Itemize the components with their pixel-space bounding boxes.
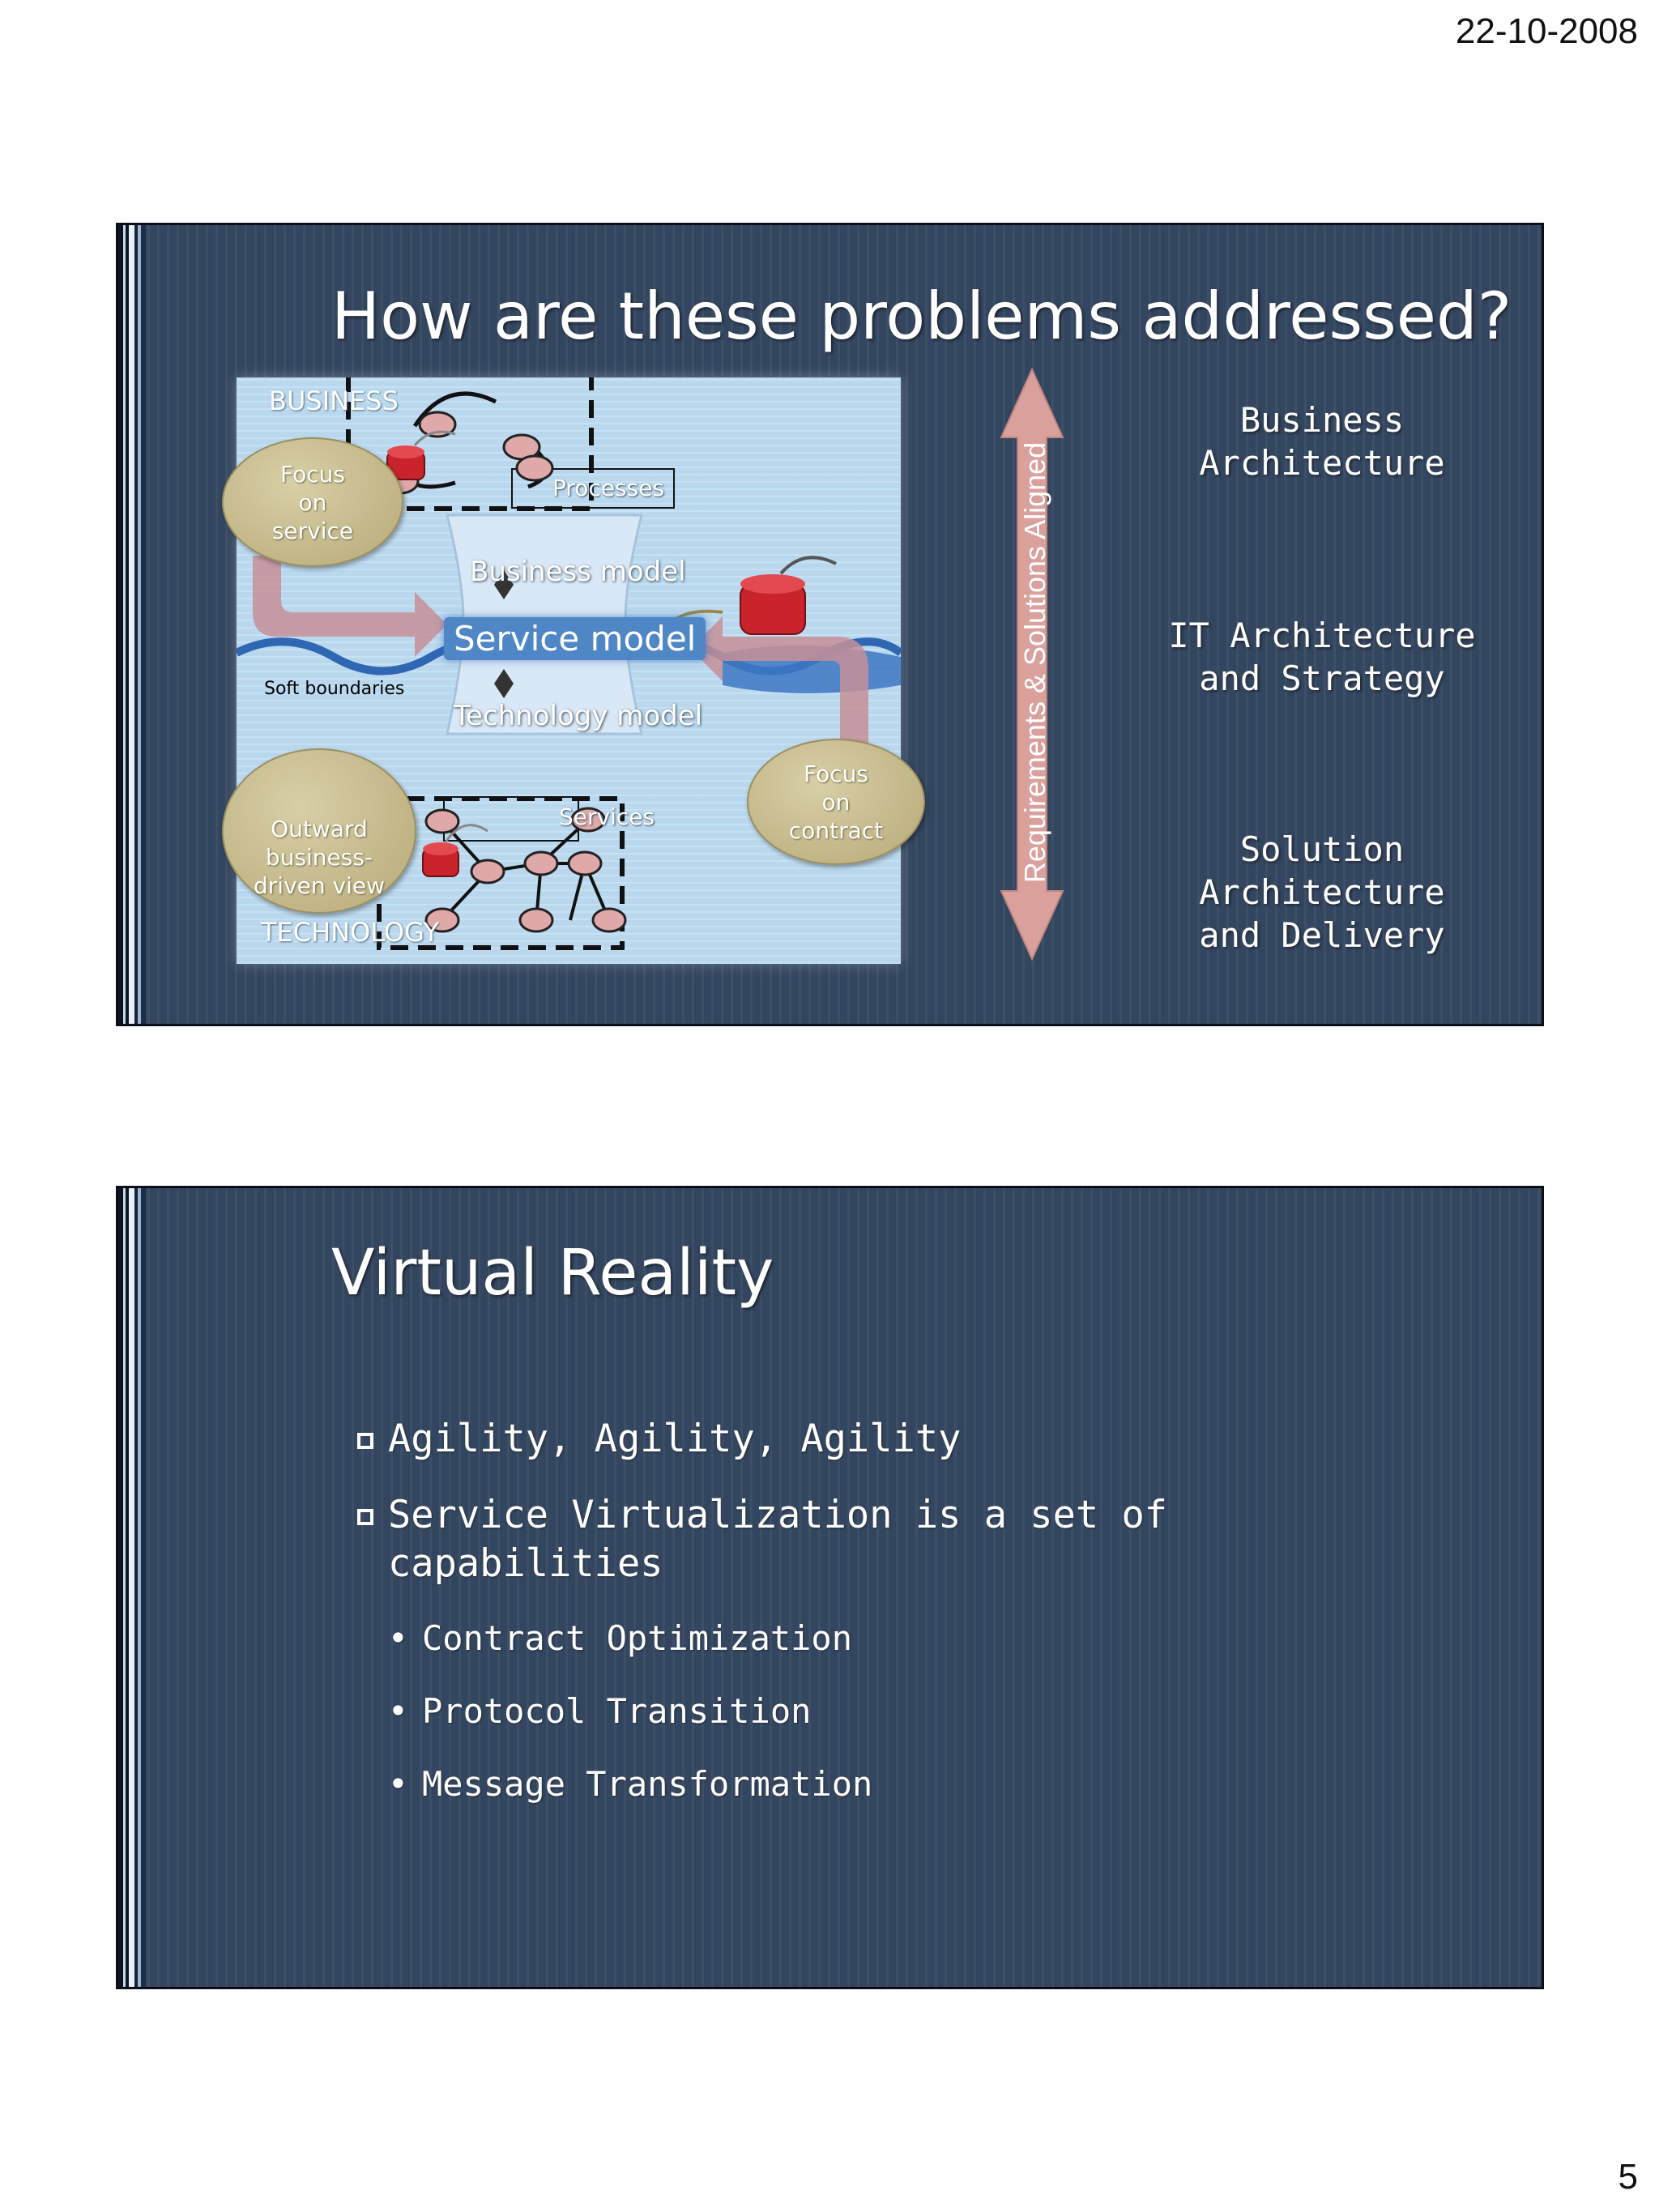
- business-model-label: Business model: [470, 556, 686, 588]
- it-architecture-label: IT Architecture and Strategy: [1120, 614, 1525, 700]
- services-label: Services: [559, 803, 655, 830]
- focus-on-service-oval: Focus on service: [222, 437, 403, 567]
- business-label: BUSINESS: [269, 386, 399, 416]
- bullet-item: Agility, Agility, Agility: [356, 1415, 1409, 1464]
- soft-boundaries-label: Soft boundaries: [264, 679, 404, 699]
- sub-bullet-item: • Contract Optimization: [356, 1616, 1409, 1661]
- slide-problems-addressed: How are these problems addressed?: [116, 223, 1544, 1026]
- outward-view-oval: Outward business- driven view: [222, 748, 416, 914]
- focus-on-contract-oval: Focus on contract: [747, 739, 925, 865]
- sub-bullet-item: • Message Transformation: [356, 1762, 1409, 1807]
- processes-label: Processes: [552, 475, 664, 501]
- bullet-list: Agility, Agility, Agility Service Virtua…: [356, 1415, 1409, 1835]
- technology-label: TECHNOLOGY: [261, 917, 439, 948]
- slide-edge-stripes: [118, 1188, 146, 1987]
- page-number: 5: [1618, 2157, 1638, 2197]
- sub-bullet-item: • Protocol Transition: [356, 1689, 1409, 1734]
- technology-model-label: Technology model: [454, 700, 702, 732]
- page-date: 22-10-2008: [1456, 11, 1638, 52]
- slide-virtual-reality: Virtual Reality Agility, Agility, Agilit…: [116, 1186, 1544, 1989]
- dot-bullet-icon: •: [388, 1689, 408, 1734]
- slide-edge-stripes: [118, 225, 146, 1024]
- service-model-diagram: BUSINESS Soft boundaries Business model …: [237, 377, 901, 964]
- bullet-item: Service Virtualization is a set of capab…: [356, 1491, 1409, 1588]
- square-bullet-icon: [357, 1509, 373, 1525]
- service-model-label: Service model: [444, 617, 706, 660]
- dot-bullet-icon: •: [388, 1616, 408, 1661]
- outward-view-label: Outward business- driven view: [254, 815, 385, 900]
- slide-title: How are these problems addressed?: [331, 279, 1512, 354]
- plug-icon: [387, 432, 455, 479]
- business-architecture-label: Business Architecture: [1120, 399, 1525, 484]
- solution-architecture-label: Solution Architecture and Delivery: [1120, 828, 1525, 957]
- dot-bullet-icon: •: [388, 1762, 408, 1807]
- slide-title: Virtual Reality: [331, 1237, 774, 1310]
- square-bullet-icon: [357, 1433, 373, 1449]
